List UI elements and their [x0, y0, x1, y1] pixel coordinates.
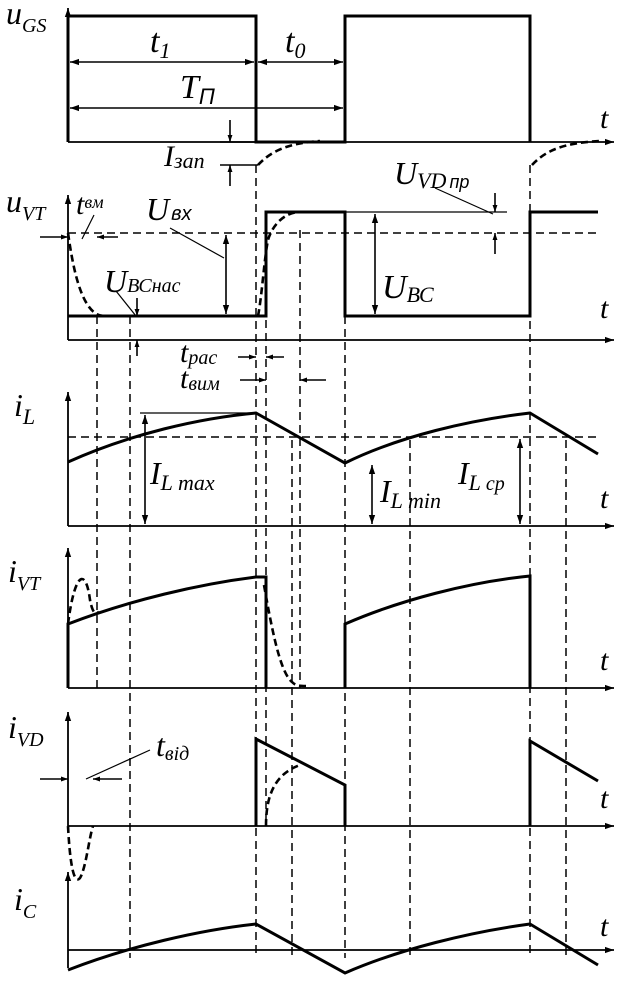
ivt-waveform	[66, 574, 532, 688]
t0-label: t0	[285, 23, 305, 63]
uvt-turnon-curve	[66, 232, 109, 318]
ugs-label: uGS	[6, 0, 46, 37]
ivd-waveform	[254, 736, 599, 826]
uvt-turnoff-curve	[256, 210, 301, 317]
tras-label: tрас	[180, 336, 217, 369]
il-label: iL	[14, 387, 35, 429]
ivt-turnon-spike	[66, 577, 100, 625]
ivd-t-label: t	[600, 782, 609, 815]
panel-ic	[64, 872, 614, 975]
ilmin-label: IL min	[379, 473, 441, 513]
ivd-label: iVD	[8, 709, 44, 751]
uvc-label: UВС	[382, 269, 434, 307]
ugs-t-label: t	[600, 102, 609, 135]
izan-label: Iзап	[163, 140, 205, 173]
tvm-leader	[81, 214, 95, 240]
uvt-waveform	[68, 210, 598, 318]
uvt-label: uVT	[6, 183, 47, 225]
panel-ivd	[40, 712, 614, 881]
uvt-t-label: t	[600, 292, 609, 325]
il-waveform	[67, 411, 599, 465]
ivt-turnoff-tail	[262, 584, 307, 688]
ilmax-label: IL max	[149, 455, 215, 495]
tvid-leader	[85, 749, 151, 780]
ugs-waveform	[66, 14, 532, 144]
tp-label: TП	[180, 69, 215, 109]
tvim-label: tвим	[180, 362, 220, 395]
panel-ivt	[64, 548, 614, 692]
ivd-reverse-recovery	[66, 825, 95, 881]
panel-ugs	[64, 8, 614, 186]
gate-discharge-curve-1	[257, 139, 321, 166]
ivt-t-label: t	[600, 644, 609, 677]
il-t-label: t	[600, 482, 609, 515]
ic-label: iC	[14, 881, 37, 923]
tvid-label: tвід	[156, 727, 189, 765]
labels: uGS uVT iL iVT iVD iC t t t t t t t1 t0 …	[6, 0, 609, 943]
tvm-label: tвм	[76, 188, 104, 221]
uvdpr-leader	[434, 187, 494, 215]
ivt-label: iVT	[8, 553, 42, 595]
ivd-turnon-curve	[264, 763, 301, 827]
gate-discharge-curve-2	[531, 139, 601, 166]
panel-il	[64, 392, 614, 530]
t1-label: t1	[150, 23, 170, 63]
ic-t-label: t	[600, 910, 609, 943]
uin-leader	[169, 227, 225, 259]
ic-waveform	[67, 922, 599, 975]
panel-uvt	[40, 187, 614, 383]
uvcnas-label: UВСнас	[104, 263, 181, 299]
uvcnas-leader	[115, 290, 137, 317]
